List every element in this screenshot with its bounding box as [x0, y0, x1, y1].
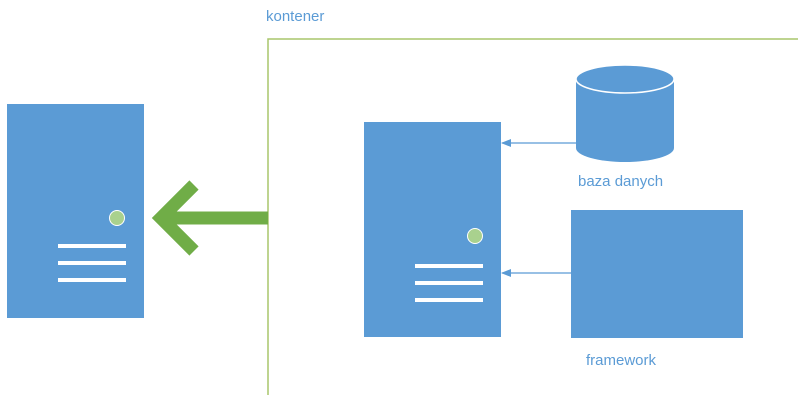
- database-cylinder-icon: [575, 64, 675, 162]
- host-server-led: [109, 210, 125, 226]
- container-server-slot: [415, 281, 483, 285]
- framework-box-icon: [571, 210, 743, 338]
- database-label: baza danych: [578, 173, 664, 190]
- container-server-slot: [415, 298, 483, 302]
- host-server-slot: [58, 261, 126, 265]
- framework-label: framework: [586, 352, 657, 369]
- host-server-slot: [58, 244, 126, 248]
- container-server-led: [467, 228, 483, 244]
- host-server-slot: [58, 278, 126, 282]
- container-label: kontener: [266, 8, 325, 25]
- container-server-slot: [415, 264, 483, 268]
- container-server-body: [364, 122, 501, 337]
- host-server: [7, 104, 144, 318]
- deploy-arrow-icon: [151, 180, 268, 256]
- container-border: [267, 38, 798, 395]
- container-server: [364, 122, 501, 337]
- host-server-body: [7, 104, 144, 318]
